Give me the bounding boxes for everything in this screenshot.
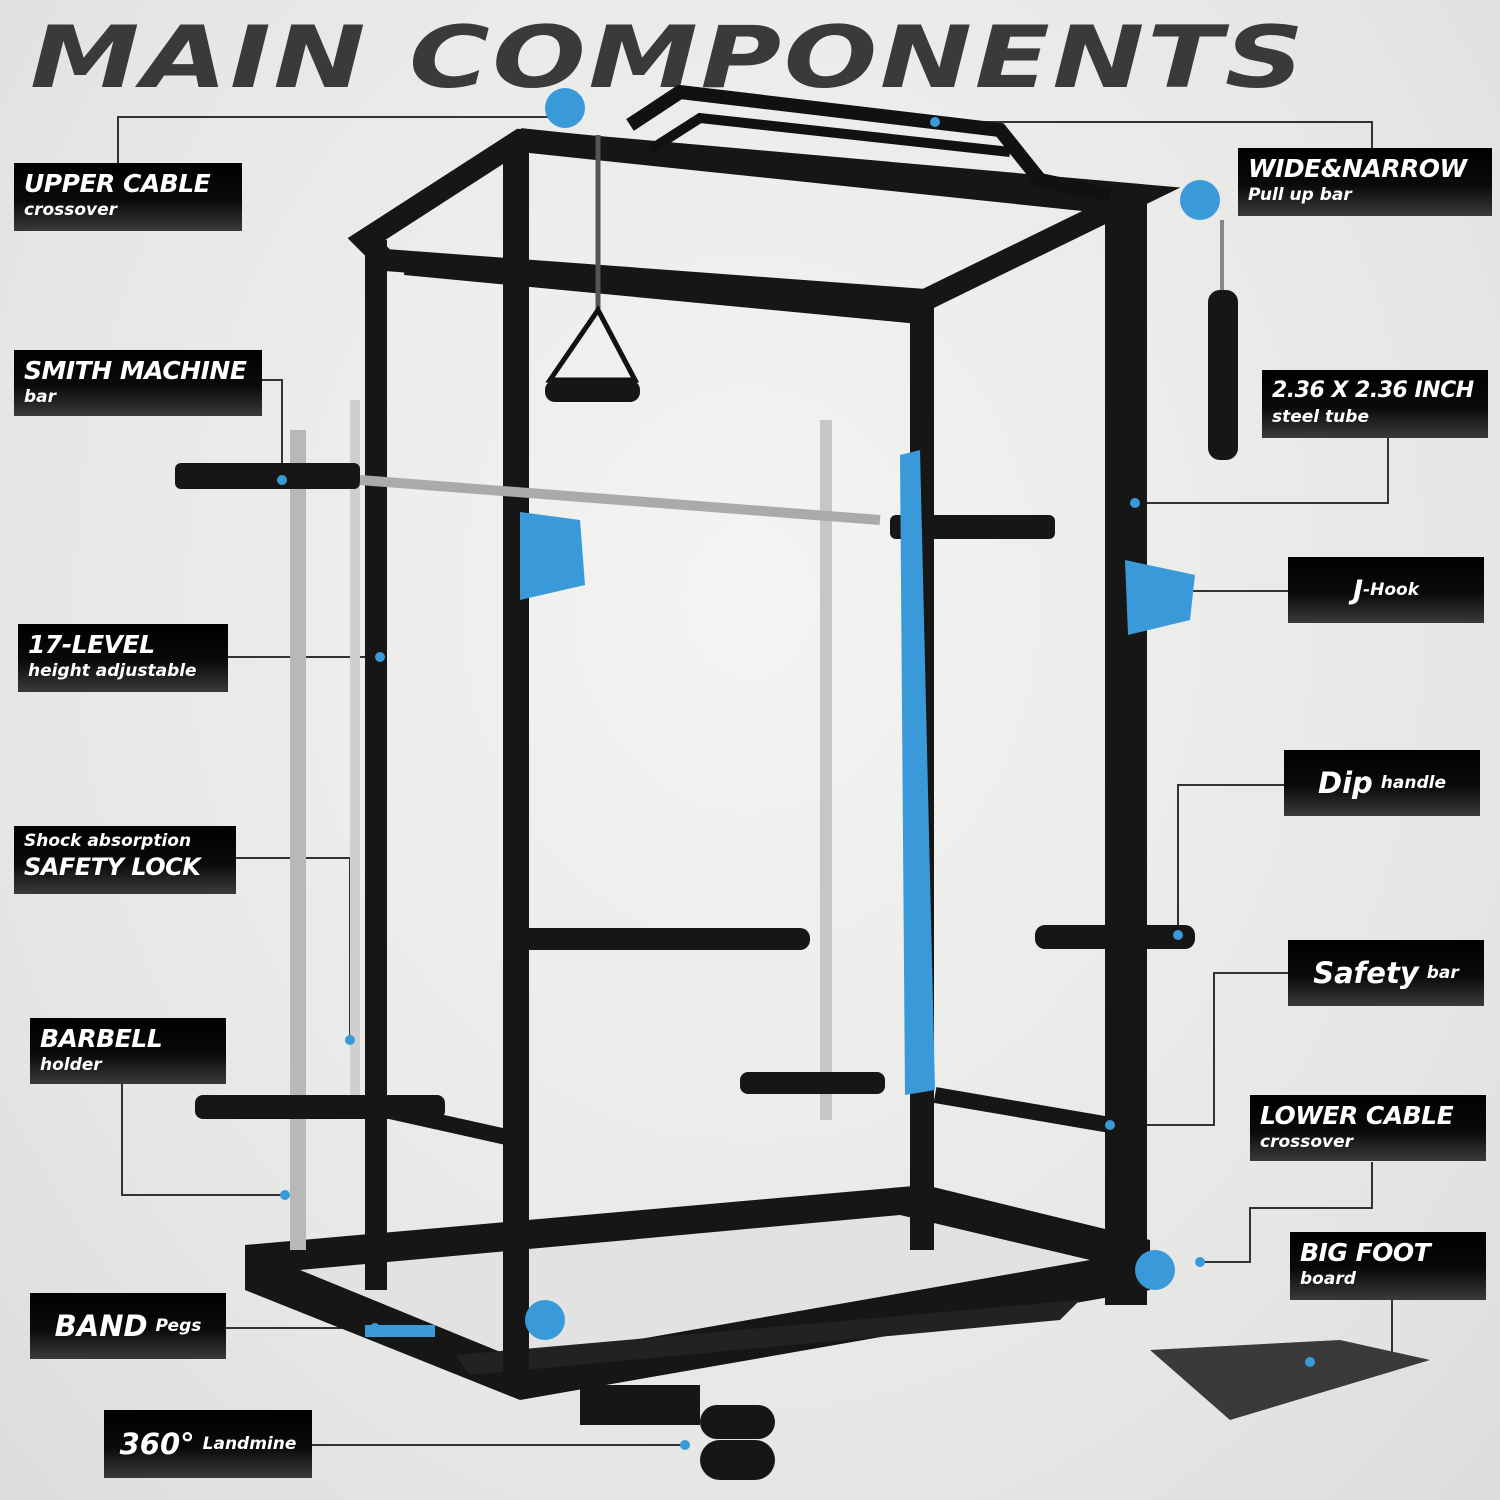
label-landmine: 360° Landmine — [104, 1410, 312, 1478]
label-main: BIG FOOT — [1300, 1238, 1431, 1267]
label-main: 2.36 X 2.36 INCH — [1272, 378, 1474, 403]
label-j-hook: J-Hook — [1288, 557, 1484, 623]
label-main: SAFETY LOCK — [24, 853, 201, 881]
label-sub: crossover — [24, 200, 118, 220]
label-steel-tube: 2.36 X 2.36 INCH steel tube — [1262, 370, 1488, 438]
label-upper-cable-crossover: UPPER CABLE crossover — [14, 163, 242, 231]
label-main: J — [1353, 574, 1364, 606]
label-sub: bar — [1426, 963, 1459, 983]
label-safety-bar: Safety bar — [1288, 940, 1484, 1006]
label-sub: crossover — [1260, 1132, 1354, 1152]
label-dip-handle: Dip handle — [1284, 750, 1480, 816]
label-smith-machine-bar: SMITH MACHINE bar — [14, 350, 262, 416]
label-main: WIDE&NARROW — [1248, 154, 1467, 183]
leader-lines — [117, 116, 1393, 1446]
label-sub: holder — [40, 1055, 102, 1075]
label-sub: bar — [24, 387, 57, 407]
label-sub: board — [1300, 1269, 1356, 1289]
label-main: SMITH MACHINE — [24, 356, 247, 385]
label-sub: -Hook — [1363, 580, 1419, 600]
label-sub: Shock absorption — [24, 831, 192, 851]
label-main: UPPER CABLE — [24, 169, 211, 198]
label-barbell-holder: BARBELL holder — [30, 1018, 226, 1084]
page-title: MAIN COMPONENTS — [30, 8, 1307, 108]
label-main: Safety — [1313, 956, 1419, 990]
label-main: BAND — [54, 1309, 148, 1343]
label-main: 17-LEVEL — [28, 630, 155, 659]
label-main: LOWER CABLE — [1260, 1101, 1454, 1130]
label-pull-up-bar: WIDE&NARROW Pull up bar — [1238, 148, 1492, 216]
label-sub: handle — [1380, 773, 1446, 793]
label-main: Dip — [1318, 766, 1373, 800]
label-main: BARBELL — [40, 1024, 163, 1053]
label-sub: steel tube — [1272, 407, 1369, 427]
label-17-level: 17-LEVEL height adjustable — [18, 624, 228, 692]
label-sub: Pull up bar — [1248, 185, 1352, 205]
label-safety-lock: Shock absorption SAFETY LOCK — [14, 826, 236, 894]
label-main: 360° — [119, 1427, 195, 1461]
label-sub: height adjustable — [28, 661, 197, 681]
label-band-pegs: BAND Pegs — [30, 1293, 226, 1359]
label-sub: Pegs — [155, 1316, 202, 1336]
label-big-foot-board: BIG FOOT board — [1290, 1232, 1486, 1300]
label-lower-cable-crossover: LOWER CABLE crossover — [1250, 1095, 1486, 1161]
label-sub: Landmine — [202, 1434, 297, 1454]
